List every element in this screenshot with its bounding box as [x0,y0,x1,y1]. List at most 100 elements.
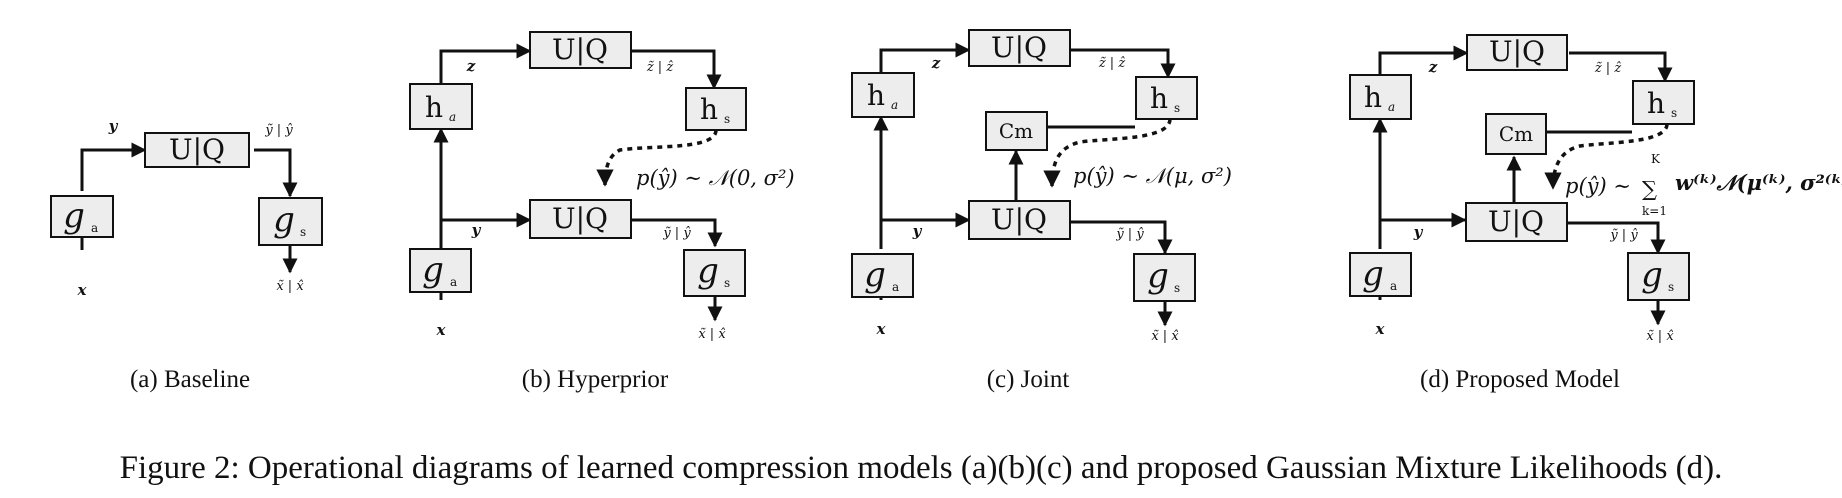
signal-x-pair: x̃ | x̂ [1646,329,1674,344]
arrow-uq-to-hs [1070,48,1176,79]
figure-caption: Figure 2: Operational diagrams of learne… [119,450,1723,486]
signal-y: y [912,222,923,240]
arrow-uq-to-gs [1070,220,1173,255]
cm-label: Cm [1499,122,1533,146]
hyper-uq-label: U|Q [1489,35,1545,68]
hs-block [685,87,747,131]
ga-block [1349,252,1412,297]
arrow-hs-to-entropy [596,129,718,187]
ha-subscript: a [1388,100,1395,114]
gs-block [1133,253,1196,302]
uq-block [144,132,250,168]
ha-label: h [867,79,885,112]
uq-block [968,200,1071,240]
ha-block [851,72,915,118]
formula-proposed-rhs: w⁽ᵏ⁾𝒩(μ⁽ᵏ⁾, σ²⁽ᵏ⁾ [1675,170,1842,195]
hyper-uq-block [1466,34,1568,71]
ga-subscript: a [450,275,457,289]
arrow-uq-to-gs [630,218,723,248]
hs-label: h [1150,82,1168,115]
hs-block [1135,76,1198,120]
cm-block [985,111,1048,151]
hs-subscript: s [1671,106,1677,120]
signal-x: x [77,281,88,299]
hs-block [1632,80,1695,125]
uq-label: U|Q [552,202,608,235]
ga-block [851,253,914,298]
gs-label: g [697,251,719,291]
signal-x-pair: x̃ | x̂ [698,327,726,342]
formula-proposed-sum-upper: K [1651,152,1661,166]
gs-subscript: s [724,276,730,290]
signal-y: y [108,117,119,135]
formula-joint: p(ŷ) ∼ 𝒩(μ, σ²) [1073,164,1232,188]
uq-label: U|Q [169,133,225,166]
signal-x: x [1375,320,1386,338]
hyper-uq-label: U|Q [552,33,608,66]
uq-label: U|Q [991,203,1047,236]
formula-hyperprior: p(ŷ) ∼ 𝒩(0, σ²) [636,166,795,190]
gs-block [683,249,746,297]
gs-subscript: s [1668,280,1674,294]
formula-proposed-sum: ∑ [1642,177,1657,201]
signal-x: x [876,320,887,338]
ga-label: g [422,250,444,290]
arrow-ga-to-uq [80,142,147,191]
ga-subscript: a [91,221,98,235]
gs-label: g [273,200,295,240]
ga-label: g [1362,254,1384,294]
gs-subscript: s [1174,281,1180,295]
ha-label: h [425,91,443,124]
arrow-uq-to-gs [1567,221,1666,255]
diagram-joint: U|Q h a h s Cm U|Q g a g s z z̃ | ẑ y ỹ … [851,29,1232,393]
signal-z: z [931,54,941,72]
diagram-proposed: U|Q h a h s Cm U|Q g a g s z z̃ | ẑ y ỹ … [1349,34,1842,393]
hs-subscript: s [724,112,730,126]
signal-y: y [471,221,482,239]
subcaption-baseline: (a) Baseline [130,366,250,393]
subcaption-joint: (c) Joint [987,366,1070,393]
hyper-uq-block [529,31,632,69]
signal-y-pair: ỹ | ŷ [662,226,691,241]
ha-block [409,83,473,130]
signal-y-pair: ỹ | ŷ [264,123,293,138]
signal-y-pair: ỹ | ŷ [1609,228,1638,243]
hs-subscript: s [1174,101,1180,115]
uq-block [1465,202,1568,242]
uq-label: U|Q [1488,205,1544,238]
ga-label: g [864,255,886,295]
signal-x-pair: x̃ | x̂ [1151,329,1179,344]
hyper-uq-label: U|Q [991,31,1047,64]
formula-proposed-lhs: p(ŷ) ∼ [1565,174,1631,198]
cm-label: Cm [999,119,1033,143]
gs-label: g [1641,255,1663,295]
signal-y-pair: ỹ | ŷ [1115,227,1144,242]
diagram-baseline: U|Q g a g s y ỹ | ŷ x x̃ | x̂ (a) Baseli… [50,117,323,393]
signal-z: z [466,57,476,75]
subcaption-proposed: (d) Proposed Model [1420,366,1620,393]
gs-subscript: s [300,225,306,239]
arrow-ha-to-uq [1378,45,1469,75]
arrow-uq-to-hs [632,49,722,90]
cm-block [1485,113,1547,155]
arrow-uq-to-gs [254,148,298,198]
signal-z-pair: z̃ | ẑ [1594,61,1621,76]
ha-subscript: a [449,110,456,124]
ga-label: g [63,196,85,236]
arrow-ha-to-uq [439,43,532,85]
gs-block [258,197,323,246]
hs-label: h [700,93,718,126]
signal-z-pair: z̃ | ẑ [646,60,673,75]
signal-z-pair: z̃ | ẑ [1098,56,1125,71]
signal-z: z [1428,58,1438,76]
arrow-ha-to-uq [879,42,971,73]
gs-block [1627,252,1690,301]
uq-block [529,199,632,239]
signal-x-pair: x̃ | x̂ [276,279,304,294]
signal-y: y [1413,223,1424,241]
arrow-uq-to-hs [1569,51,1673,83]
ga-subscript: a [892,280,899,294]
ha-subscript: a [891,98,898,112]
subcaption-hyperprior: (b) Hyperprior [522,366,669,393]
ha-label: h [1364,81,1382,114]
